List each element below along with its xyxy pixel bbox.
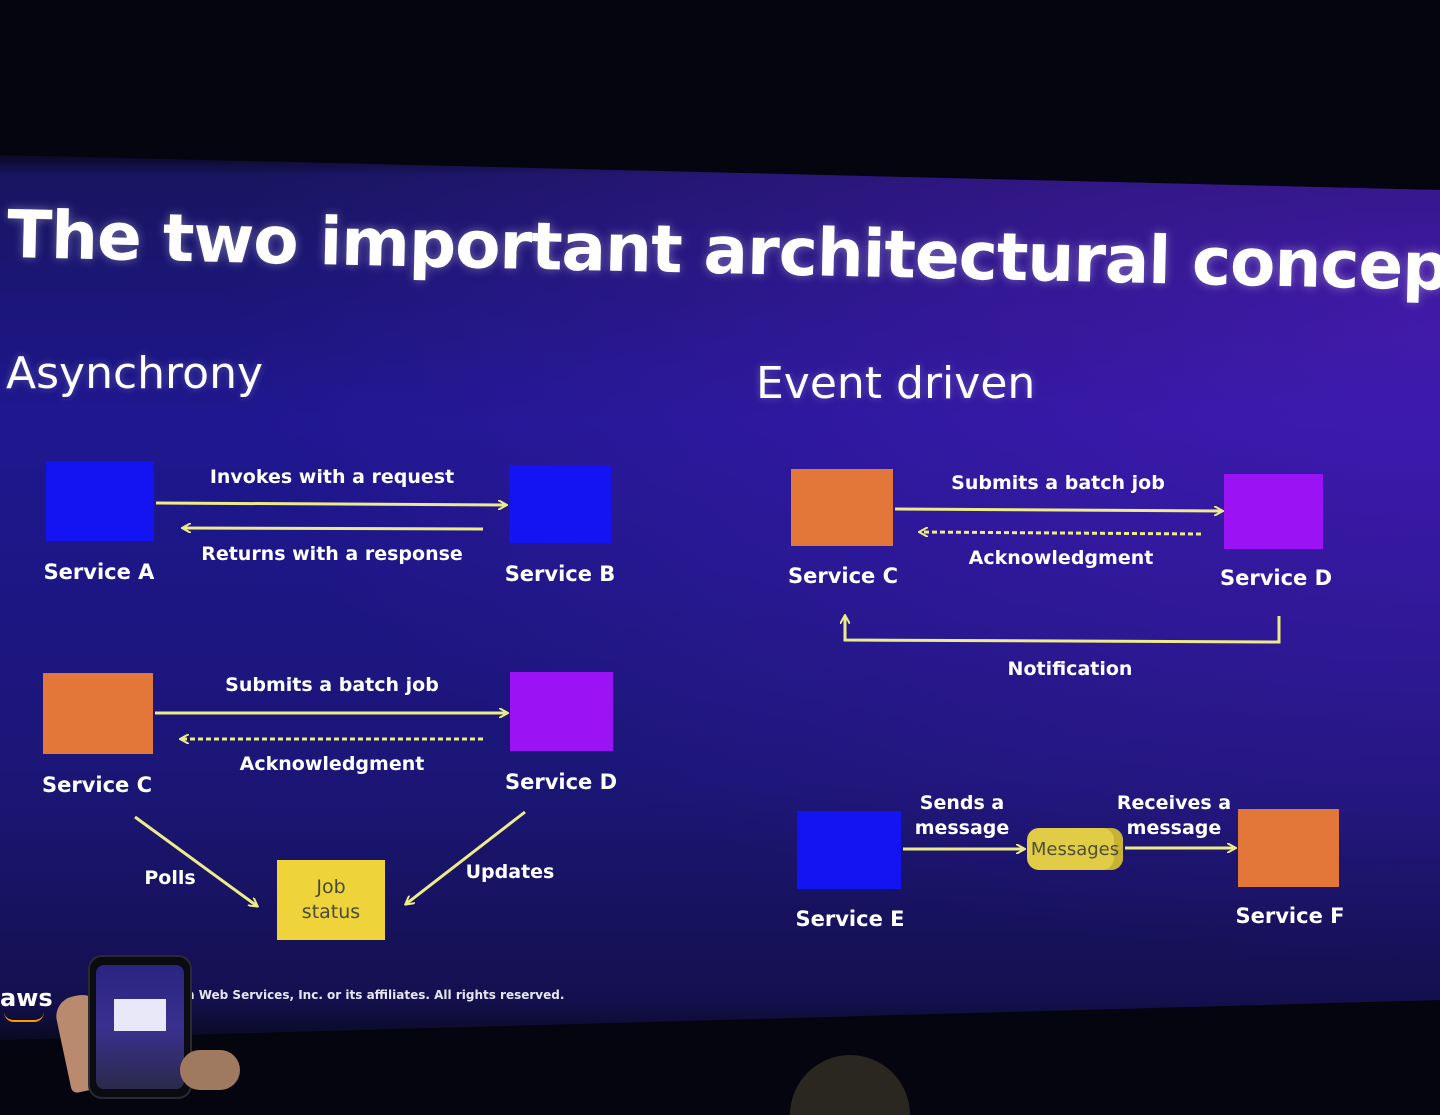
job-status-line1: Job <box>316 876 346 898</box>
aws-logo-smile <box>4 1012 44 1022</box>
label-service-e: Service E <box>795 907 905 931</box>
job-status-box: Job status <box>277 860 385 940</box>
service-f-box <box>1238 809 1339 887</box>
label-ack-async: Acknowledgment <box>239 753 425 775</box>
label-submit-batch-async: Submits a batch job <box>225 674 439 696</box>
phone-screen <box>96 965 184 1089</box>
aws-logo: aws <box>0 984 53 1012</box>
label-notification: Notification <box>1007 658 1133 680</box>
service-c-box-event <box>791 469 893 546</box>
arrow-updates <box>406 810 526 904</box>
label-service-c-event: Service C <box>787 564 899 588</box>
label-service-a: Service A <box>43 560 155 584</box>
label-polls: Polls <box>144 867 196 889</box>
arrow-invokes-request <box>155 503 506 505</box>
arrow-returns-response <box>183 528 484 529</box>
service-b-box <box>509 465 611 543</box>
service-d-box-event <box>1224 474 1323 549</box>
label-updates: Updates <box>465 861 555 883</box>
arrow-polls <box>134 815 257 906</box>
messages-queue: Messages <box>1027 828 1123 870</box>
service-e-box <box>797 811 901 889</box>
asynchrony-heading: Asynchrony <box>6 348 263 399</box>
label-receives-line1: Receives a <box>1116 792 1232 814</box>
label-service-d-event: Service D <box>1219 566 1333 590</box>
arrow-submit-batch-event <box>894 509 1222 511</box>
audience-hand-lower <box>180 1050 240 1090</box>
service-d-box-async <box>510 672 613 751</box>
label-ack-event: Acknowledgment <box>968 547 1154 569</box>
label-receives-message: Receives a message <box>1117 791 1231 841</box>
arrows-layer <box>134 0 1281 1080</box>
label-receives-line2: message <box>1126 817 1222 839</box>
service-a-box <box>46 461 154 541</box>
phone-screen-slide <box>114 999 166 1031</box>
label-sends-line2: message <box>914 817 1010 839</box>
label-returns-response: Returns with a response <box>201 543 463 565</box>
copyright-notice: n Web Services, Inc. or its affiliates. … <box>186 988 565 1002</box>
label-service-f: Service F <box>1235 904 1345 928</box>
arrow-notification <box>845 616 1281 644</box>
label-submit-batch-event: Submits a batch job <box>951 472 1165 494</box>
service-c-box-async <box>43 673 153 754</box>
label-sends-line1: Sends a <box>919 792 1005 814</box>
audience-phone <box>88 955 192 1099</box>
label-service-c-async: Service C <box>41 773 153 797</box>
label-sends-message: Sends a message <box>915 791 1010 841</box>
label-invokes-request: Invokes with a request <box>209 466 455 488</box>
event-driven-heading: Event driven <box>756 358 1036 409</box>
label-service-b: Service B <box>504 562 616 586</box>
label-service-d-async: Service D <box>504 770 618 794</box>
arrow-ack-event <box>920 532 1202 534</box>
messages-queue-label: Messages <box>1030 838 1120 860</box>
job-status-line2: status <box>301 901 361 923</box>
